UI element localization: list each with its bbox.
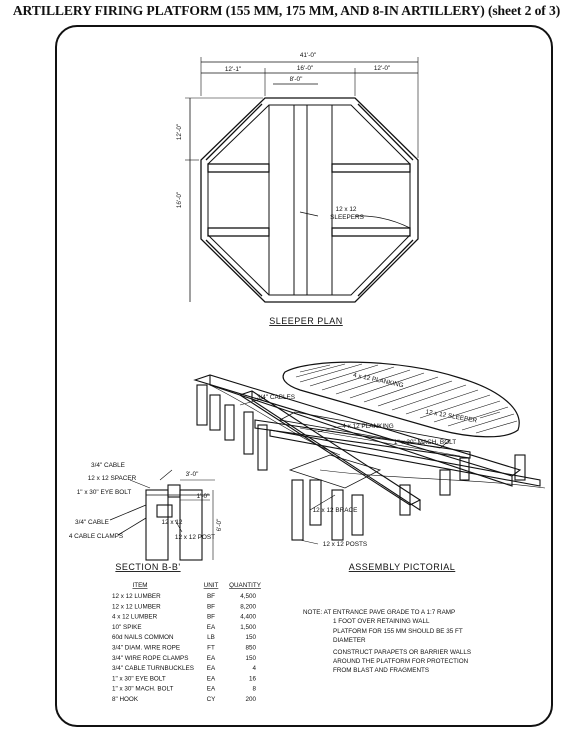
dim-center: 16'-0" <box>297 65 313 72</box>
notes: NOTE: AT ENTRANCE PAVE GRADE TO A 1:7 RA… <box>303 609 471 674</box>
dim-c: 6'-0" <box>216 519 223 532</box>
sleeper-plan <box>185 57 419 303</box>
label-cable-clamps: 4 CABLE CLAMPS <box>69 533 123 540</box>
section-bb <box>109 469 215 561</box>
table-cell-item: 8" HOOK <box>112 696 139 703</box>
table-cell-quantity: 8,200 <box>240 603 256 610</box>
label-eye-bolt: 1" x 30" EYE BOLT <box>77 489 132 496</box>
table-cell-unit: BF <box>207 603 215 610</box>
label-sleeper: 12 x 12 SLEEPER <box>425 409 478 425</box>
dim-b: 1'-0" <box>197 493 210 500</box>
table-cell-quantity: 150 <box>245 634 256 641</box>
table-cell-quantity: 16 <box>249 675 257 682</box>
table-cell-item: 3/4" WIRE ROPE CLAMPS <box>112 655 188 662</box>
label-spacer: 12 x 12 SPACER <box>88 475 137 482</box>
dim-left: 12'-1" <box>225 66 241 73</box>
dim-side-upper: 12'-0" <box>176 124 183 140</box>
table-cell-unit: EA <box>207 655 216 662</box>
table-header-item: ITEM <box>132 582 147 589</box>
note-line-5: CONSTRUCT PARAPETS OR BARRIER WALLS <box>333 649 471 656</box>
dim-a: 3'-0" <box>186 471 199 478</box>
table-cell-item: 60d NAILS COMMON <box>112 634 174 641</box>
label-post: 12 x 12 POST <box>175 534 215 541</box>
sleeper-plan-caption: SLEEPER PLAN <box>269 316 343 326</box>
page-title: ARTILLERY FIRING PLATFORM (155 MM, 175 M… <box>12 3 561 18</box>
table-cell-unit: CY <box>207 696 217 703</box>
assembly-pictorial <box>193 361 546 545</box>
table-cell-item: 4 x 12 LUMBER <box>112 614 158 621</box>
table-cell-unit: LB <box>207 634 215 641</box>
table-cell-unit: EA <box>207 686 216 693</box>
label-cable-left: 3/4" CABLE <box>75 519 109 526</box>
table-cell-quantity: 4,400 <box>240 614 256 621</box>
table-cell-unit: EA <box>207 624 216 631</box>
table-cell-item: 3/4" CABLE TURNBUCKLES <box>112 665 194 672</box>
table-cell-item: 12 x 12 LUMBER <box>112 603 161 610</box>
dim-side-lower: 16'-0" <box>176 192 183 208</box>
label-cables: 3/4" CABLES <box>257 394 295 401</box>
dim-right: 12'-0" <box>374 65 390 72</box>
dim-overall: 41'-0" <box>300 52 316 59</box>
table-cell-item: 3/4" DIAM. WIRE ROPE <box>112 645 180 652</box>
table-cell-quantity: 4 <box>252 665 256 672</box>
sleepers-size: 12 x 12 <box>336 206 357 213</box>
note-line-3: PLATFORM FOR 155 MM SHOULD BE 35 FT <box>333 628 463 635</box>
table-header-unit: UNIT <box>204 582 219 589</box>
label-brace: 12 x 12 BRACE <box>313 507 358 514</box>
note-line-7: FROM BLAST AND FRAGMENTS <box>333 667 429 674</box>
table-cell-unit: FT <box>207 645 215 652</box>
table-cell-item: 10" SPIKE <box>112 624 142 631</box>
table-cell-item: 1" x 30" EYE BOLT <box>112 675 166 682</box>
table-cell-quantity: 200 <box>245 696 256 703</box>
section-caption: SECTION B-B' <box>115 562 180 572</box>
sleepers-label: SLEEPERS <box>330 214 364 221</box>
table-cell-item: 1" x 30" MACH. BOLT <box>112 686 174 693</box>
table-cell-quantity: 850 <box>245 645 256 652</box>
table-header-quantity: QUANTITY <box>229 582 262 589</box>
table-cell-unit: BF <box>207 593 215 600</box>
table-cell-quantity: 8 <box>252 686 256 693</box>
table-rows: 12 x 12 LUMBER BF 4,500 12 x 12 LUMBER BF 8,2… <box>112 593 256 703</box>
table-cell-quantity: 150 <box>245 655 256 662</box>
label-cable-top: 3/4" CABLE <box>91 462 125 469</box>
note-line-4: DIAMETER <box>333 637 366 644</box>
note-line-2: 1 FOOT OVER RETAINING WALL <box>333 618 430 625</box>
label-mach-bolt: 1" x 30" MACH. BOLT <box>394 439 456 446</box>
table-cell-quantity: 1,500 <box>240 624 256 631</box>
note-line-6: AROUND THE PLATFORM FOR PROTECTION <box>333 658 469 665</box>
table-cell-unit: EA <box>207 665 216 672</box>
table-cell-unit: EA <box>207 675 216 682</box>
label-planking: 4 x 12 PLANKING <box>342 423 394 430</box>
assembly-caption: ASSEMBLY PICTORIAL <box>349 562 456 572</box>
note-line-1: NOTE: AT ENTRANCE PAVE GRADE TO A 1:7 RA… <box>303 609 455 616</box>
drawing-frame <box>55 25 553 727</box>
dim-top: 8'-0" <box>290 76 303 83</box>
table-cell-item: 12 x 12 LUMBER <box>112 593 161 600</box>
table-cell-unit: BF <box>207 614 215 621</box>
label-posts: 12 x 12 POSTS <box>323 541 367 548</box>
materials-table: ITEM UNIT QUANTITY <box>132 582 261 589</box>
table-cell-quantity: 4,500 <box>240 593 256 600</box>
label-member: 12 x 12 <box>162 519 183 526</box>
